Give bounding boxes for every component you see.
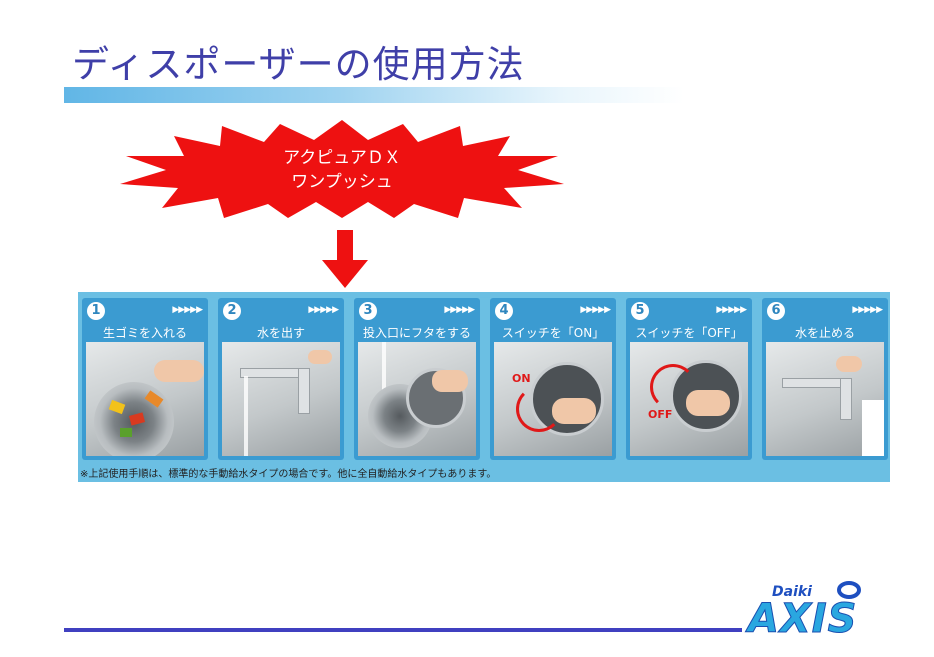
step-label: 水を出す [256, 326, 305, 340]
hand-shape [686, 390, 730, 416]
chevrons-icon: ▶▶▶▶▶ [716, 305, 747, 315]
logo-daiki-text: Daiki [772, 584, 812, 600]
logo-axis-text: AXIS [748, 596, 858, 643]
vegetable-shape [120, 428, 132, 437]
rotate-arrow-icon [650, 364, 696, 410]
usage-steps-panel: 1 ▶▶▶▶▶ 生ゴミを入れる 2 ▶▶▶▶▶ 水を出す 3 ▶▶▶▶▶ 投入口… [78, 292, 890, 482]
step-2: 2 ▶▶▶▶▶ 水を出す [218, 298, 344, 460]
step-number: 2 [223, 302, 241, 320]
burst-text: アクピュアＤＸ ワンプッシュ [118, 146, 566, 194]
burst-shape [120, 120, 564, 218]
step-4: 4 ▶▶▶▶▶ スイッチを「ON」 ON [490, 298, 616, 460]
step-photo-faucet-on [222, 342, 340, 456]
chevrons-icon: ▶▶▶▶▶ [580, 305, 611, 315]
step-photo-switch-on: ON [494, 342, 612, 456]
step-label: スイッチを「ON」 [501, 326, 605, 340]
step-photo-food-waste [86, 342, 204, 456]
white-patch [862, 400, 884, 456]
on-label: ON [512, 372, 531, 385]
step-photo-faucet-off [766, 342, 884, 456]
step-number: 4 [495, 302, 513, 320]
step-number: 6 [767, 302, 785, 320]
chevrons-icon: ▶▶▶▶▶ [852, 305, 883, 315]
faucet-spout [782, 378, 846, 388]
step-label: 生ゴミを入れる [102, 326, 187, 340]
step-number: 1 [87, 302, 105, 320]
burst-line-2: ワンプッシュ [291, 172, 393, 192]
hand-shape [552, 398, 596, 424]
down-arrow-icon [322, 230, 368, 288]
logo-swoosh-icon [837, 581, 861, 599]
title-underline-bar [64, 87, 684, 103]
usage-note: ※上記使用手順は、標準的な手動給水タイプの場合です。他に全自動給水タイプもありま… [80, 469, 497, 480]
faucet-body [298, 368, 310, 414]
step-photo-switch-off: OFF [630, 342, 748, 456]
faucet-body [840, 378, 852, 420]
page-title: ディスポーザーの使用方法 [72, 43, 525, 86]
step-label: 水を止める [794, 326, 855, 340]
off-label: OFF [648, 408, 673, 421]
burst-line-1: アクピュアＤＸ [283, 148, 401, 168]
faucet-spout [240, 368, 304, 378]
step-6: 6 ▶▶▶▶▶ 水を止める [762, 298, 888, 460]
step-3: 3 ▶▶▶▶▶ 投入口にフタをする [354, 298, 480, 460]
step-label: スイッチを「OFF」 [635, 326, 743, 340]
step-label: 投入口にフタをする [362, 326, 471, 340]
step-photo-lid [358, 342, 476, 456]
hand-shape [308, 350, 332, 364]
step-number: 5 [631, 302, 649, 320]
water-stream [382, 342, 386, 392]
rotate-arrow-icon [516, 386, 562, 432]
chevrons-icon: ▶▶▶▶▶ [172, 305, 203, 315]
step-number: 3 [359, 302, 377, 320]
callout-burst: アクピュアＤＸ ワンプッシュ [118, 118, 566, 220]
step-5: 5 ▶▶▶▶▶ スイッチを「OFF」 OFF [626, 298, 752, 460]
footer-line [64, 628, 742, 632]
water-stream [244, 376, 248, 456]
step-1: 1 ▶▶▶▶▶ 生ゴミを入れる [82, 298, 208, 460]
chevrons-icon: ▶▶▶▶▶ [444, 305, 475, 315]
daiki-axis-logo: Daiki AXIS [744, 578, 912, 643]
hand-shape [836, 356, 862, 372]
hand-shape [154, 360, 204, 382]
hand-shape [432, 370, 468, 392]
chevrons-icon: ▶▶▶▶▶ [308, 305, 339, 315]
